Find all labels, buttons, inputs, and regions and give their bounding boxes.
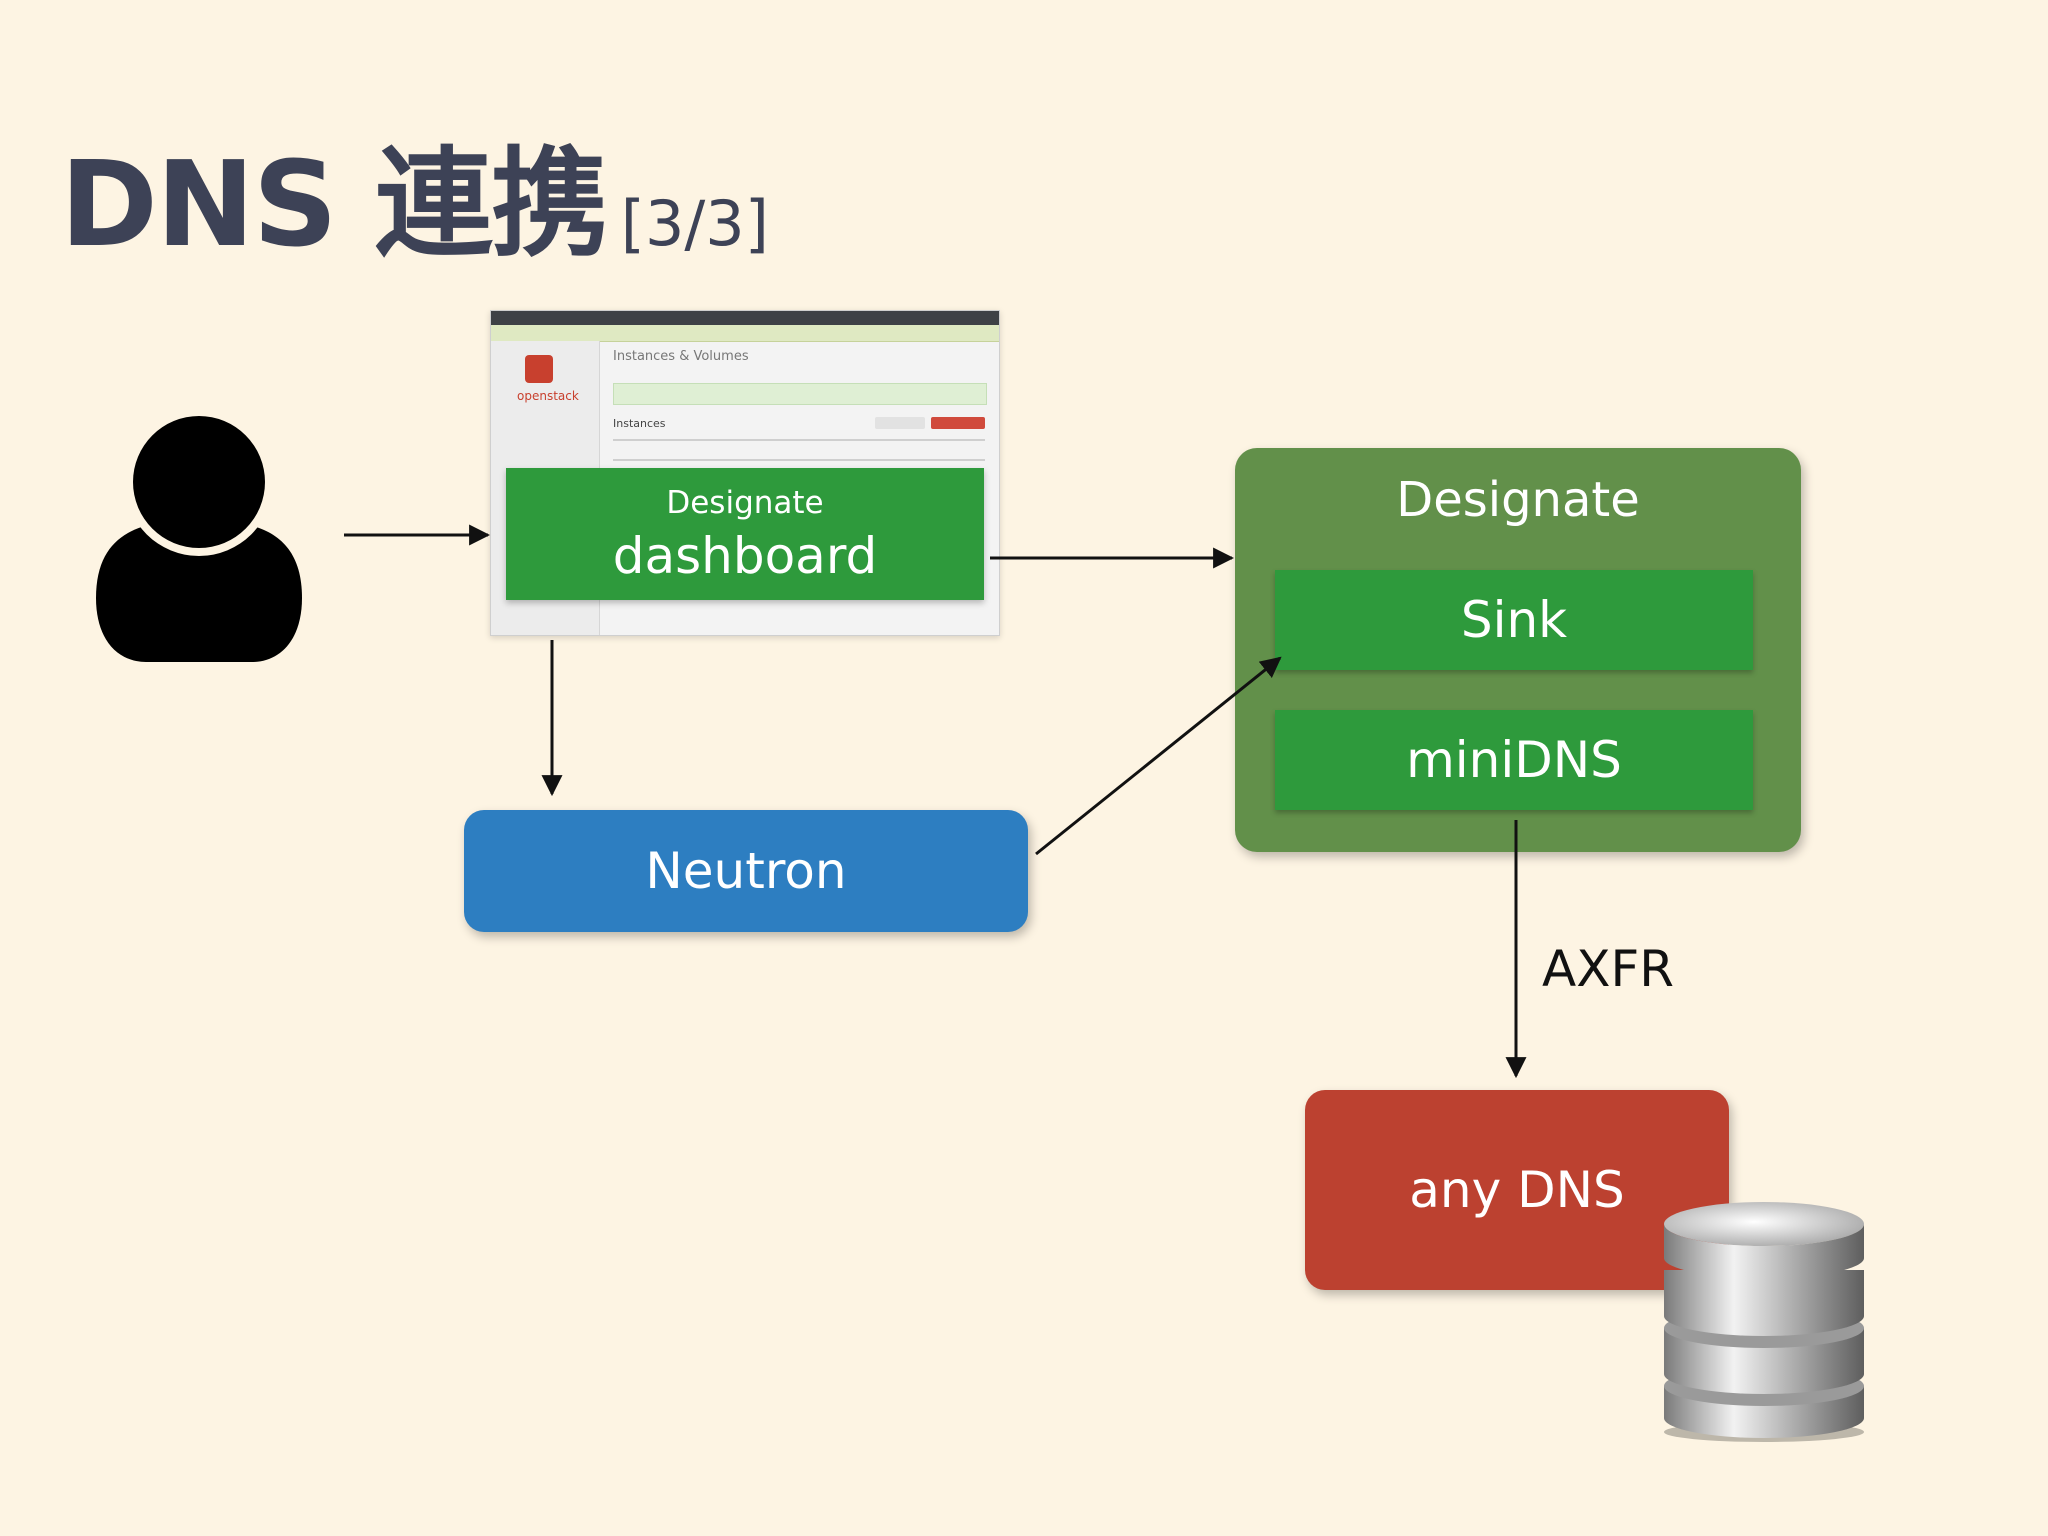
axfr-label: AXFR — [1542, 940, 1674, 998]
slide-title-page: [3/3] — [620, 187, 769, 260]
slide-title-main: DNS 連携 — [60, 135, 609, 273]
any-dns-label: any DNS — [1409, 1161, 1625, 1219]
launch-instance-button — [875, 417, 925, 429]
user-silhouette-icon — [96, 408, 302, 662]
designate-title: Designate — [1396, 472, 1640, 528]
dashboard-line2: dashboard — [612, 527, 878, 585]
table-row — [613, 459, 985, 461]
openstack-logo-text: openstack — [517, 389, 579, 403]
success-message — [613, 383, 987, 405]
any-dns-box: any DNS — [1305, 1090, 1729, 1290]
dashboard-line1: Designate — [666, 485, 824, 521]
sink-box: Sink — [1275, 570, 1753, 670]
browser-address-bar — [491, 325, 999, 342]
minidns-box: miniDNS — [1275, 710, 1753, 810]
terminate-button — [931, 417, 985, 429]
dashboard-heading: Instances & Volumes — [613, 349, 749, 364]
table-row — [613, 439, 985, 441]
openstack-logo-icon — [525, 355, 553, 383]
browser-tab-bar — [491, 311, 999, 325]
database-icon — [1664, 1202, 1864, 1442]
designate-dashboard-box: Designate dashboard — [506, 468, 984, 600]
instances-label: Instances — [613, 417, 666, 430]
designate-container: Designate Sink miniDNS — [1235, 448, 1801, 852]
slide-title: DNS 連携[3/3] — [60, 108, 769, 279]
neutron-box: Neutron — [464, 810, 1028, 932]
